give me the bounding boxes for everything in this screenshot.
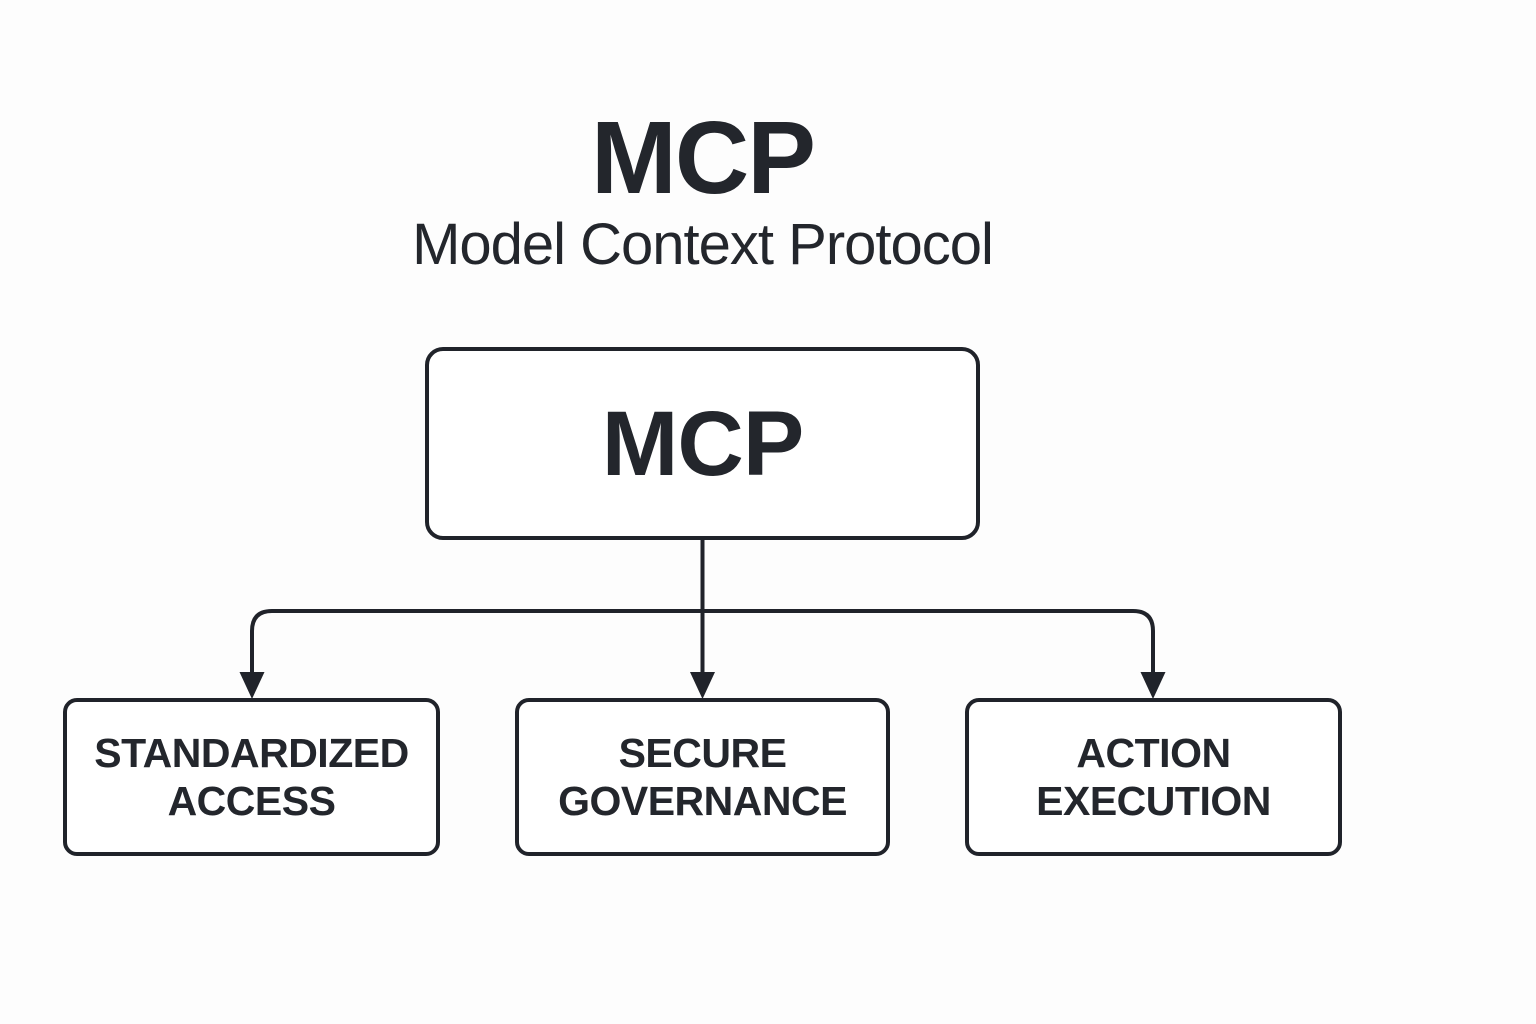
node-secure-governance-label-line1: SECURE: [618, 729, 787, 776]
node-secure-governance-label-line2: GOVERNANCE: [558, 778, 847, 824]
node-mcp-label: MCP: [601, 392, 804, 495]
node-secure-governance: SECURE GOVERNANCE: [515, 698, 890, 856]
node-action-execution-label-line2: EXECUTION: [1036, 778, 1271, 824]
node-standardized-access-label-line1: STANDARDIZED: [94, 729, 409, 776]
page-subtitle: Model Context Protocol: [412, 212, 994, 277]
arrowhead-center-icon: [690, 672, 715, 699]
node-standardized-access: STANDARDIZED ACCESS: [63, 698, 440, 856]
connector-right: [702, 609, 1155, 676]
node-standardized-access-label-line2: ACCESS: [167, 778, 336, 824]
arrowhead-left-icon: [239, 672, 265, 699]
page-title: MCP: [591, 100, 816, 215]
arrowhead-right-icon: [1140, 672, 1166, 699]
node-action-execution: ACTION EXECUTION: [965, 698, 1342, 856]
connector-left: [250, 609, 703, 676]
node-action-execution-label-line1: ACTION: [1076, 729, 1231, 776]
node-mcp: MCP: [425, 347, 980, 540]
